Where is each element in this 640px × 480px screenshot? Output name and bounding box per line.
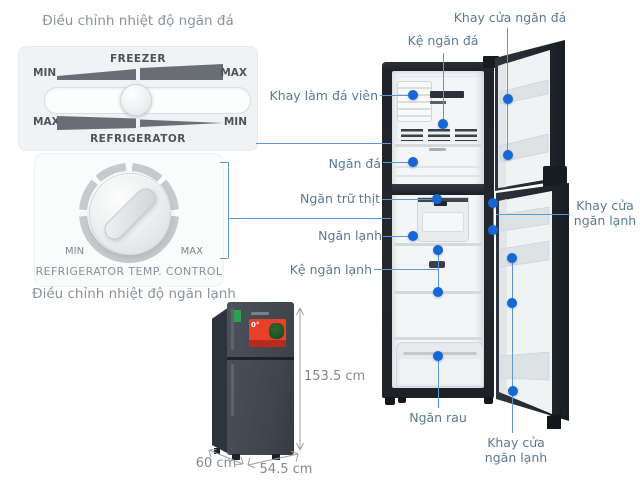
- ice-tray-handle-small: [430, 101, 446, 104]
- dot-khay-cua-ngan-da-2: [503, 150, 513, 160]
- label-ke-ngan-da: Kệ ngăn đá: [407, 33, 479, 48]
- small-fridge-closed: 0°: [212, 302, 296, 462]
- dot-khay-cua-ngan-lanh-right-2: [488, 225, 498, 235]
- freezer-shelf: [395, 144, 481, 147]
- dot-ngan-lanh: [408, 231, 418, 241]
- label-ngan-lanh: Ngăn lạnh: [318, 228, 382, 243]
- dial-min-label: MIN: [65, 246, 85, 257]
- freezer-vent-grille: [401, 129, 477, 141]
- fridge-control-caption: Điều chỉnh nhiệt độ ngăn lạnh: [32, 286, 236, 302]
- refrigerator-label: REFRIGERATOR: [90, 133, 186, 145]
- freezer-label: FREEZER: [110, 53, 166, 65]
- slider-bottom-max-label: MAX: [33, 116, 60, 128]
- fridge-door-bin: [500, 351, 550, 381]
- fridge-shelf: [394, 243, 482, 246]
- label-khay-lam-da-vien: Khay làm đá viên: [269, 88, 378, 103]
- fridge-temp-dial-panel: MIN MAX REFRIGERATOR TEMP. CONTROL: [34, 153, 224, 287]
- dot-khay-cua-ngan-da-1: [503, 94, 513, 104]
- middle-hinge: [543, 166, 567, 188]
- fridge-door-open: [496, 166, 569, 429]
- fridge-door-handle: [231, 364, 234, 416]
- width-dimension-label: 54.5 cm: [259, 462, 313, 477]
- dot-khay-cua-ngan-lanh-bottom-1: [507, 253, 517, 263]
- height-dimension-label: 153.5 cm: [304, 369, 366, 384]
- label-khay-cua-ngan-da: Khay cửa ngăn đá: [453, 10, 567, 25]
- freezer-temp-slider-panel: FREEZER MIN MAX MAX MIN REFRIGERATOR: [18, 46, 258, 151]
- dot-khay-cua-ngan-lanh-bottom-3: [508, 386, 518, 396]
- fridge-door-bin: [500, 206, 550, 232]
- vegetable-drawer: [396, 342, 484, 387]
- label-khay-cua-ngan-lanh-bottom: Khay cửa ngăn lạnh: [484, 435, 548, 465]
- freezer-control-caption: Điều chỉnh nhiệt độ ngăn đá: [42, 13, 234, 29]
- dot-ke-ngan-da: [438, 119, 448, 129]
- shelf-badge: [429, 261, 445, 268]
- freezer-basket-edge: [395, 175, 481, 177]
- depth-dimension-label: 60 cm: [195, 456, 237, 471]
- fridge-foot: [385, 397, 395, 405]
- slider-top-min-label: MIN: [33, 67, 57, 79]
- sticker-text: 0°: [251, 321, 260, 329]
- dial-max-label: MAX: [180, 246, 203, 257]
- compartment-divider: [392, 184, 484, 195]
- freezer-door-handle: [231, 308, 234, 350]
- fridge-foot: [398, 397, 406, 403]
- dot-ngan-rau: [433, 351, 443, 361]
- freezer-shelf-clip: [429, 148, 446, 151]
- dot-ke-ngan-lanh-1: [433, 245, 443, 255]
- dial-bracket-line: [220, 162, 391, 259]
- dot-ke-ngan-lanh-2: [433, 287, 443, 297]
- label-ngan-rau: Ngăn rau: [409, 410, 467, 425]
- freezer-basket-edge: [395, 166, 481, 168]
- dot-khay-cua-ngan-lanh-right-1: [488, 198, 498, 208]
- dot-khay-lam-da-vien: [408, 90, 418, 100]
- door-foot: [547, 414, 561, 429]
- refrigerator-wedge-graphic: [57, 116, 223, 130]
- label-ngan-tru-thit: Ngăn trữ thịt: [300, 191, 380, 206]
- meat-storage-drawer: [417, 197, 469, 242]
- promo-sticker: 0°: [249, 319, 286, 347]
- dot-khay-cua-ngan-lanh-bottom-2: [507, 298, 517, 308]
- ice-tray-handle: [430, 91, 464, 98]
- freezer-door-open: [483, 40, 565, 191]
- meat-drawer-badge: [434, 201, 447, 206]
- dot-ngan-da: [408, 157, 418, 167]
- fridge-foot: [484, 397, 493, 404]
- slider-bottom-min-label: MIN: [223, 116, 247, 128]
- line-khay-cua-ngan-lanh-right: [493, 203, 570, 230]
- energy-label: [233, 310, 241, 322]
- label-ngan-da: Ngăn đá: [328, 156, 381, 171]
- slider-top-max-label: MAX: [220, 67, 247, 79]
- fridge-shelf: [394, 337, 482, 340]
- temperature-slider-knob: [120, 84, 152, 116]
- freezer-liner: [396, 76, 481, 142]
- dot-ngan-tru-thit: [432, 194, 442, 204]
- label-khay-cua-ngan-lanh-right: Khay cửa ngăn lạnh: [573, 198, 637, 228]
- ice-cube-tray: [397, 81, 432, 122]
- door-gap: [227, 357, 294, 360]
- label-ke-ngan-lanh: Kệ ngăn lạnh: [289, 262, 372, 277]
- freezer-wedge-graphic: [57, 64, 223, 80]
- temp-control-label: REFRIGERATOR TEMP. CONTROL: [35, 265, 223, 278]
- brand-logo: [251, 312, 269, 315]
